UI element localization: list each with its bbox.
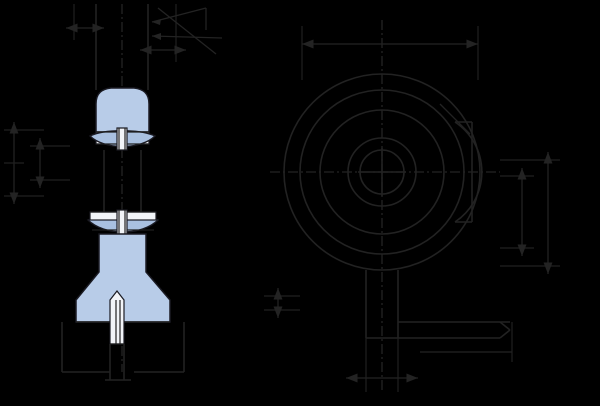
leader-upper-right-2 [151, 35, 223, 39]
leader-end-view-radius [439, 103, 471, 135]
leader-arrow-1 [152, 19, 161, 25]
end-view-foot-chamfer-bottom [499, 329, 511, 339]
end-view-circle-3 [319, 109, 445, 235]
upper-bearing-bore [116, 127, 128, 151]
end-view-boss-arc [454, 121, 483, 223]
upper-bearing-outer-ring [95, 87, 150, 133]
section-view-group [61, 4, 185, 381]
dimension-group-left [4, 4, 223, 204]
dimension-group-right [264, 26, 560, 392]
end-view-outer-circle [283, 73, 481, 271]
end-view-foot-chamfer-top [499, 321, 511, 331]
end-view-group [270, 20, 511, 392]
leader-upper-right [151, 7, 207, 23]
end-view-bore-circle [347, 137, 417, 207]
end-view-circle-2 [299, 89, 465, 255]
grease-nipple [109, 290, 125, 345]
leader-diagonal-3 [157, 7, 217, 55]
leader-arrow-2 [152, 33, 161, 40]
